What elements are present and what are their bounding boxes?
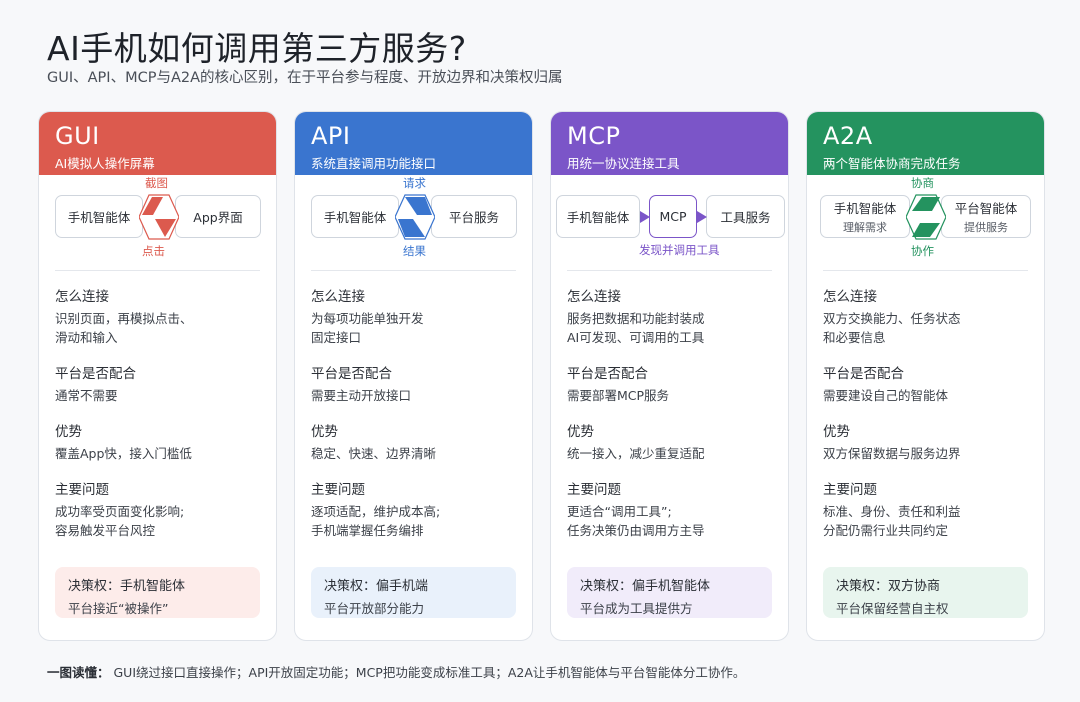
section-title-advantage: 优势 [55, 424, 82, 440]
node-left: 手机智能体 理解需求 [820, 195, 910, 238]
card-header: MCP 用统一协议连接工具 [551, 112, 788, 175]
card-desc: 用统一协议连接工具 [567, 156, 680, 171]
section-title-advantage: 优势 [311, 424, 338, 440]
card-desc: AI模拟人操作屏幕 [55, 156, 155, 171]
label-click: 点击 [142, 244, 165, 258]
label-screenshot: 截图 [145, 176, 168, 190]
node-right: App界面 [175, 195, 261, 238]
decision-title: 决策权：偏手机智能体 [580, 579, 711, 594]
divider [823, 270, 1028, 271]
section-text-platform: 需要建设自己的智能体 [823, 388, 949, 403]
node-left: 手机智能体 [55, 195, 143, 238]
card-desc: 两个智能体协商完成任务 [823, 156, 961, 171]
section-title-problem: 主要问题 [311, 482, 365, 498]
arrow-right-icon [697, 211, 707, 223]
node-left: 手机智能体 [311, 195, 399, 238]
cards-container: GUI AI模拟人操作屏幕 手机智能体 App界面 截图 点击 怎么连接 识别页… [38, 111, 1045, 641]
section-title-platform: 平台是否配合 [567, 366, 648, 382]
card-desc: 系统直接调用功能接口 [311, 156, 437, 171]
decision-subtitle: 平台保留经营自主权 [836, 601, 949, 616]
section-text-advantage: 双方保留数据与服务边界 [823, 446, 961, 461]
label-discover-call-tools: 发现并调用工具 [639, 243, 720, 257]
section-title-problem: 主要问题 [823, 482, 877, 498]
section-text-platform: 需要主动开放接口 [311, 388, 412, 403]
label-negotiate: 协商 [911, 176, 934, 190]
section-text-problem: 标准、身份、责任和利益 分配仍需行业共同约定 [823, 504, 961, 538]
section-text-problem: 更适合“调用工具”; 任务决策仍由调用方主导 [567, 504, 705, 538]
hexagon-arrows-icon [395, 194, 435, 240]
footer-summary: 一图读懂： GUI绕过接口直接操作；API开放固定功能；MCP把功能变成标准工具… [47, 662, 745, 681]
footer-text: GUI绕过接口直接操作；API开放固定功能；MCP把功能变成标准工具；A2A让手… [113, 665, 746, 680]
api-diagram: 手机智能体 平台服务 请求 结果 [295, 175, 532, 270]
card-header: GUI AI模拟人操作屏幕 [39, 112, 276, 175]
section-text-how: 双方交换能力、任务状态 和必要信息 [823, 311, 961, 345]
section-title-how: 怎么连接 [823, 289, 877, 305]
section-title-advantage: 优势 [823, 424, 850, 440]
section-text-how: 识别页面，再模拟点击、 滑动和输入 [55, 311, 193, 345]
label-cooperate: 协作 [911, 244, 934, 258]
decision-box: 决策权：偏手机端 平台开放部分能力 [311, 567, 516, 618]
section-text-advantage: 覆盖App快，接入门槛低 [55, 446, 192, 461]
card-name: API [311, 122, 351, 150]
section-text-platform: 通常不需要 [55, 388, 118, 403]
divider [567, 270, 772, 271]
decision-title: 决策权：手机智能体 [68, 579, 186, 594]
decision-subtitle: 平台开放部分能力 [324, 601, 425, 616]
decision-subtitle: 平台成为工具提供方 [580, 601, 693, 616]
card-a2a: A2A 两个智能体协商完成任务 手机智能体 理解需求 平台智能体 提供服务 协商… [806, 111, 1045, 641]
section-title-problem: 主要问题 [55, 482, 109, 498]
decision-title: 决策权：偏手机端 [324, 579, 429, 594]
node-mcp: MCP [649, 195, 697, 238]
section-text-how: 服务把数据和功能封装成 AI可发现、可调用的工具 [567, 311, 705, 345]
arrow-right-icon [640, 211, 650, 223]
footer-label: 一图读懂： [47, 665, 110, 680]
page-title: AI手机如何调用第三方服务? [47, 29, 467, 68]
divider [55, 270, 260, 271]
section-title-platform: 平台是否配合 [55, 366, 136, 382]
decision-title: 决策权：双方协商 [836, 579, 941, 594]
node-right: 平台智能体 提供服务 [941, 195, 1031, 238]
decision-box: 决策权：偏手机智能体 平台成为工具提供方 [567, 567, 772, 618]
card-gui: GUI AI模拟人操作屏幕 手机智能体 App界面 截图 点击 怎么连接 识别页… [38, 111, 277, 641]
card-header: API 系统直接调用功能接口 [295, 112, 532, 175]
hexagon-arrows-icon [139, 194, 179, 240]
decision-box: 决策权：双方协商 平台保留经营自主权 [823, 567, 1028, 618]
section-text-how: 为每项功能单独开发 固定接口 [311, 311, 424, 345]
section-title-how: 怎么连接 [567, 289, 621, 305]
node-right: 工具服务 [706, 195, 785, 238]
section-title-platform: 平台是否配合 [823, 366, 904, 382]
label-result: 结果 [403, 244, 426, 258]
section-title-how: 怎么连接 [311, 289, 365, 305]
section-text-platform: 需要部署MCP服务 [567, 388, 670, 403]
section-text-advantage: 统一接入，减少重复适配 [567, 446, 705, 461]
gui-diagram: 手机智能体 App界面 截图 点击 [39, 175, 276, 270]
decision-box: 决策权：手机智能体 平台接近“被操作” [55, 567, 260, 618]
card-name: MCP [567, 122, 621, 150]
section-title-how: 怎么连接 [55, 289, 109, 305]
card-mcp: MCP 用统一协议连接工具 手机智能体 MCP 工具服务 发现并调用工具 怎么连… [550, 111, 789, 641]
a2a-diagram: 手机智能体 理解需求 平台智能体 提供服务 协商 协作 [807, 175, 1044, 270]
mcp-diagram: 手机智能体 MCP 工具服务 发现并调用工具 [551, 175, 788, 270]
node-right: 平台服务 [431, 195, 517, 238]
card-header: A2A 两个智能体协商完成任务 [807, 112, 1044, 175]
node-left: 手机智能体 [556, 195, 640, 238]
section-title-advantage: 优势 [567, 424, 594, 440]
section-text-problem: 成功率受页面变化影响; 容易触发平台风控 [55, 504, 185, 538]
card-name: A2A [823, 122, 873, 150]
hexagon-arrows-icon [906, 194, 946, 240]
decision-subtitle: 平台接近“被操作” [68, 601, 169, 616]
section-text-problem: 逐项适配，维护成本高; 手机端掌握任务编排 [311, 504, 441, 538]
card-api: API 系统直接调用功能接口 手机智能体 平台服务 请求 结果 怎么连接 为每项… [294, 111, 533, 641]
section-text-advantage: 稳定、快速、边界清晰 [311, 446, 437, 461]
card-name: GUI [55, 122, 100, 150]
section-title-platform: 平台是否配合 [311, 366, 392, 382]
label-request: 请求 [403, 176, 426, 190]
divider [311, 270, 516, 271]
page-subtitle: GUI、API、MCP与A2A的核心区别，在于平台参与程度、开放边界和决策权归属 [47, 70, 563, 86]
section-title-problem: 主要问题 [567, 482, 621, 498]
